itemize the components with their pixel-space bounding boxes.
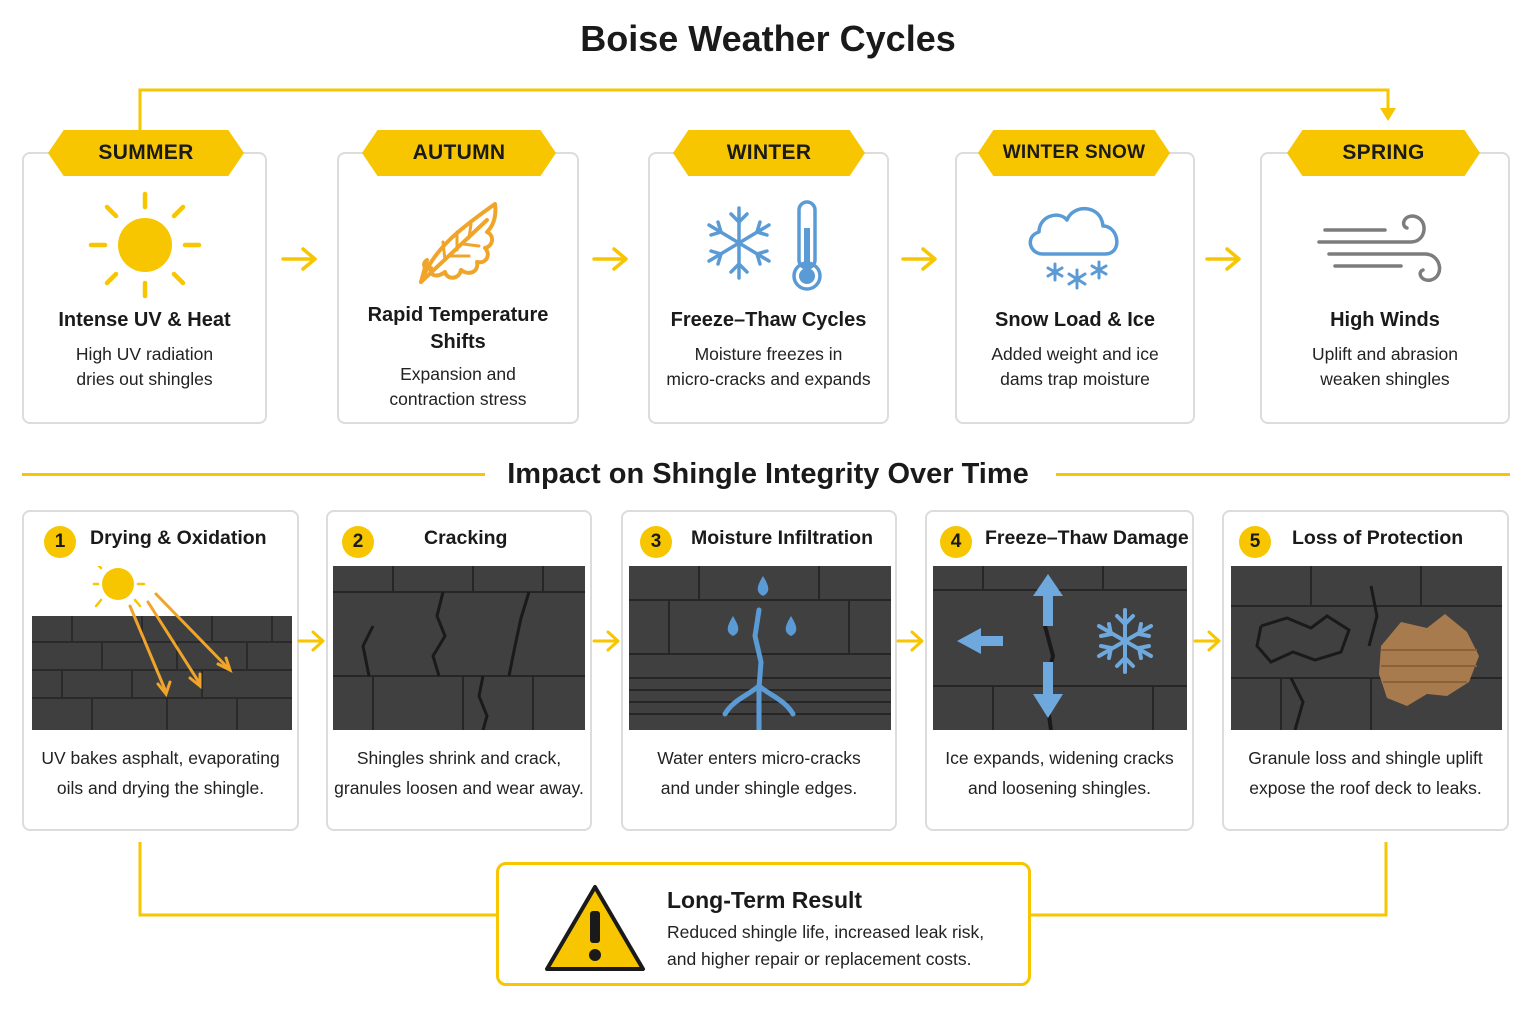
- arrow-right-icon: [896, 630, 924, 652]
- page-title: Boise Weather Cycles: [580, 18, 956, 59]
- cracked-shingle-illustration: [333, 566, 585, 730]
- season-heading: Snow Load & Ice: [994, 309, 1156, 331]
- freeze-thaw-illustration: [933, 566, 1187, 730]
- leaf-icon: [339, 190, 577, 300]
- arrow-right-icon: [592, 247, 628, 271]
- impact-heading: Freeze–Thaw Damage: [985, 527, 1189, 549]
- season-heading: High Winds: [1330, 309, 1440, 331]
- step-badge: 1: [44, 526, 76, 558]
- result-title: Long-Term Result: [667, 887, 863, 913]
- step-badge: 4: [940, 526, 972, 558]
- section-divider-right: [1056, 473, 1510, 476]
- season-tag-winter: WINTER: [673, 130, 865, 176]
- arrow-right-icon: [901, 247, 937, 271]
- impact-heading: Drying & Oxidation: [90, 527, 267, 549]
- impact-card-4: 4 Freeze–Thaw Damage: [925, 510, 1194, 831]
- snowflake-thermometer-icon: [650, 190, 887, 300]
- moisture-infiltration-illustration: [629, 566, 891, 730]
- impact-desc: Shingles shrink and crack,granules loose…: [334, 748, 584, 798]
- sun-icon: [24, 190, 265, 300]
- wind-icon: [1262, 190, 1508, 300]
- impact-heading: Loss of Protection: [1292, 527, 1464, 549]
- arrow-right-icon: [297, 630, 325, 652]
- season-tag-winter-snow: WINTER SNOW: [978, 130, 1170, 176]
- season-heading: Intense UV & Heat: [58, 309, 231, 331]
- section-divider-left: [22, 473, 494, 476]
- season-tag-autumn: AUTUMN: [362, 130, 556, 176]
- season-heading: Freeze–Thaw Cycles: [670, 309, 867, 331]
- arrow-right-icon: [281, 247, 317, 271]
- impact-heading: Cracking: [424, 527, 508, 549]
- impact-card-5: 5 Loss of Protection Granule loss and sh…: [1222, 510, 1509, 831]
- impact-card-2: 2 Cracking Shingles shrink and crack,gra…: [326, 510, 592, 831]
- arrow-right-icon: [1193, 630, 1221, 652]
- season-tag-spring: SPRING: [1287, 130, 1480, 176]
- long-term-result-box: Long-Term Result Reduced shingle life, i…: [496, 862, 1031, 986]
- step-badge: 5: [1239, 526, 1271, 558]
- shingle-uv-illustration: [32, 566, 292, 730]
- step-badge: 2: [342, 526, 374, 558]
- result-desc: Reduced shingle life, increased leak ris…: [667, 922, 985, 969]
- snow-cloud-icon: [957, 190, 1193, 300]
- roof-deck-exposed-illustration: [1231, 566, 1502, 730]
- step-badge: 3: [640, 526, 672, 558]
- impact-section-title: Impact on Shingle Integrity Over Time: [0, 458, 1536, 491]
- impact-heading: Moisture Infiltration: [691, 527, 873, 549]
- season-tag-summer: SUMMER: [48, 130, 244, 176]
- arrow-right-icon: [592, 630, 620, 652]
- warning-icon: [545, 885, 645, 971]
- impact-card-3: 3 Moisture Infiltration Water enters mic…: [621, 510, 897, 831]
- impact-card-1: 1 Drying & Oxidation U: [22, 510, 299, 831]
- arrow-right-icon: [1205, 247, 1241, 271]
